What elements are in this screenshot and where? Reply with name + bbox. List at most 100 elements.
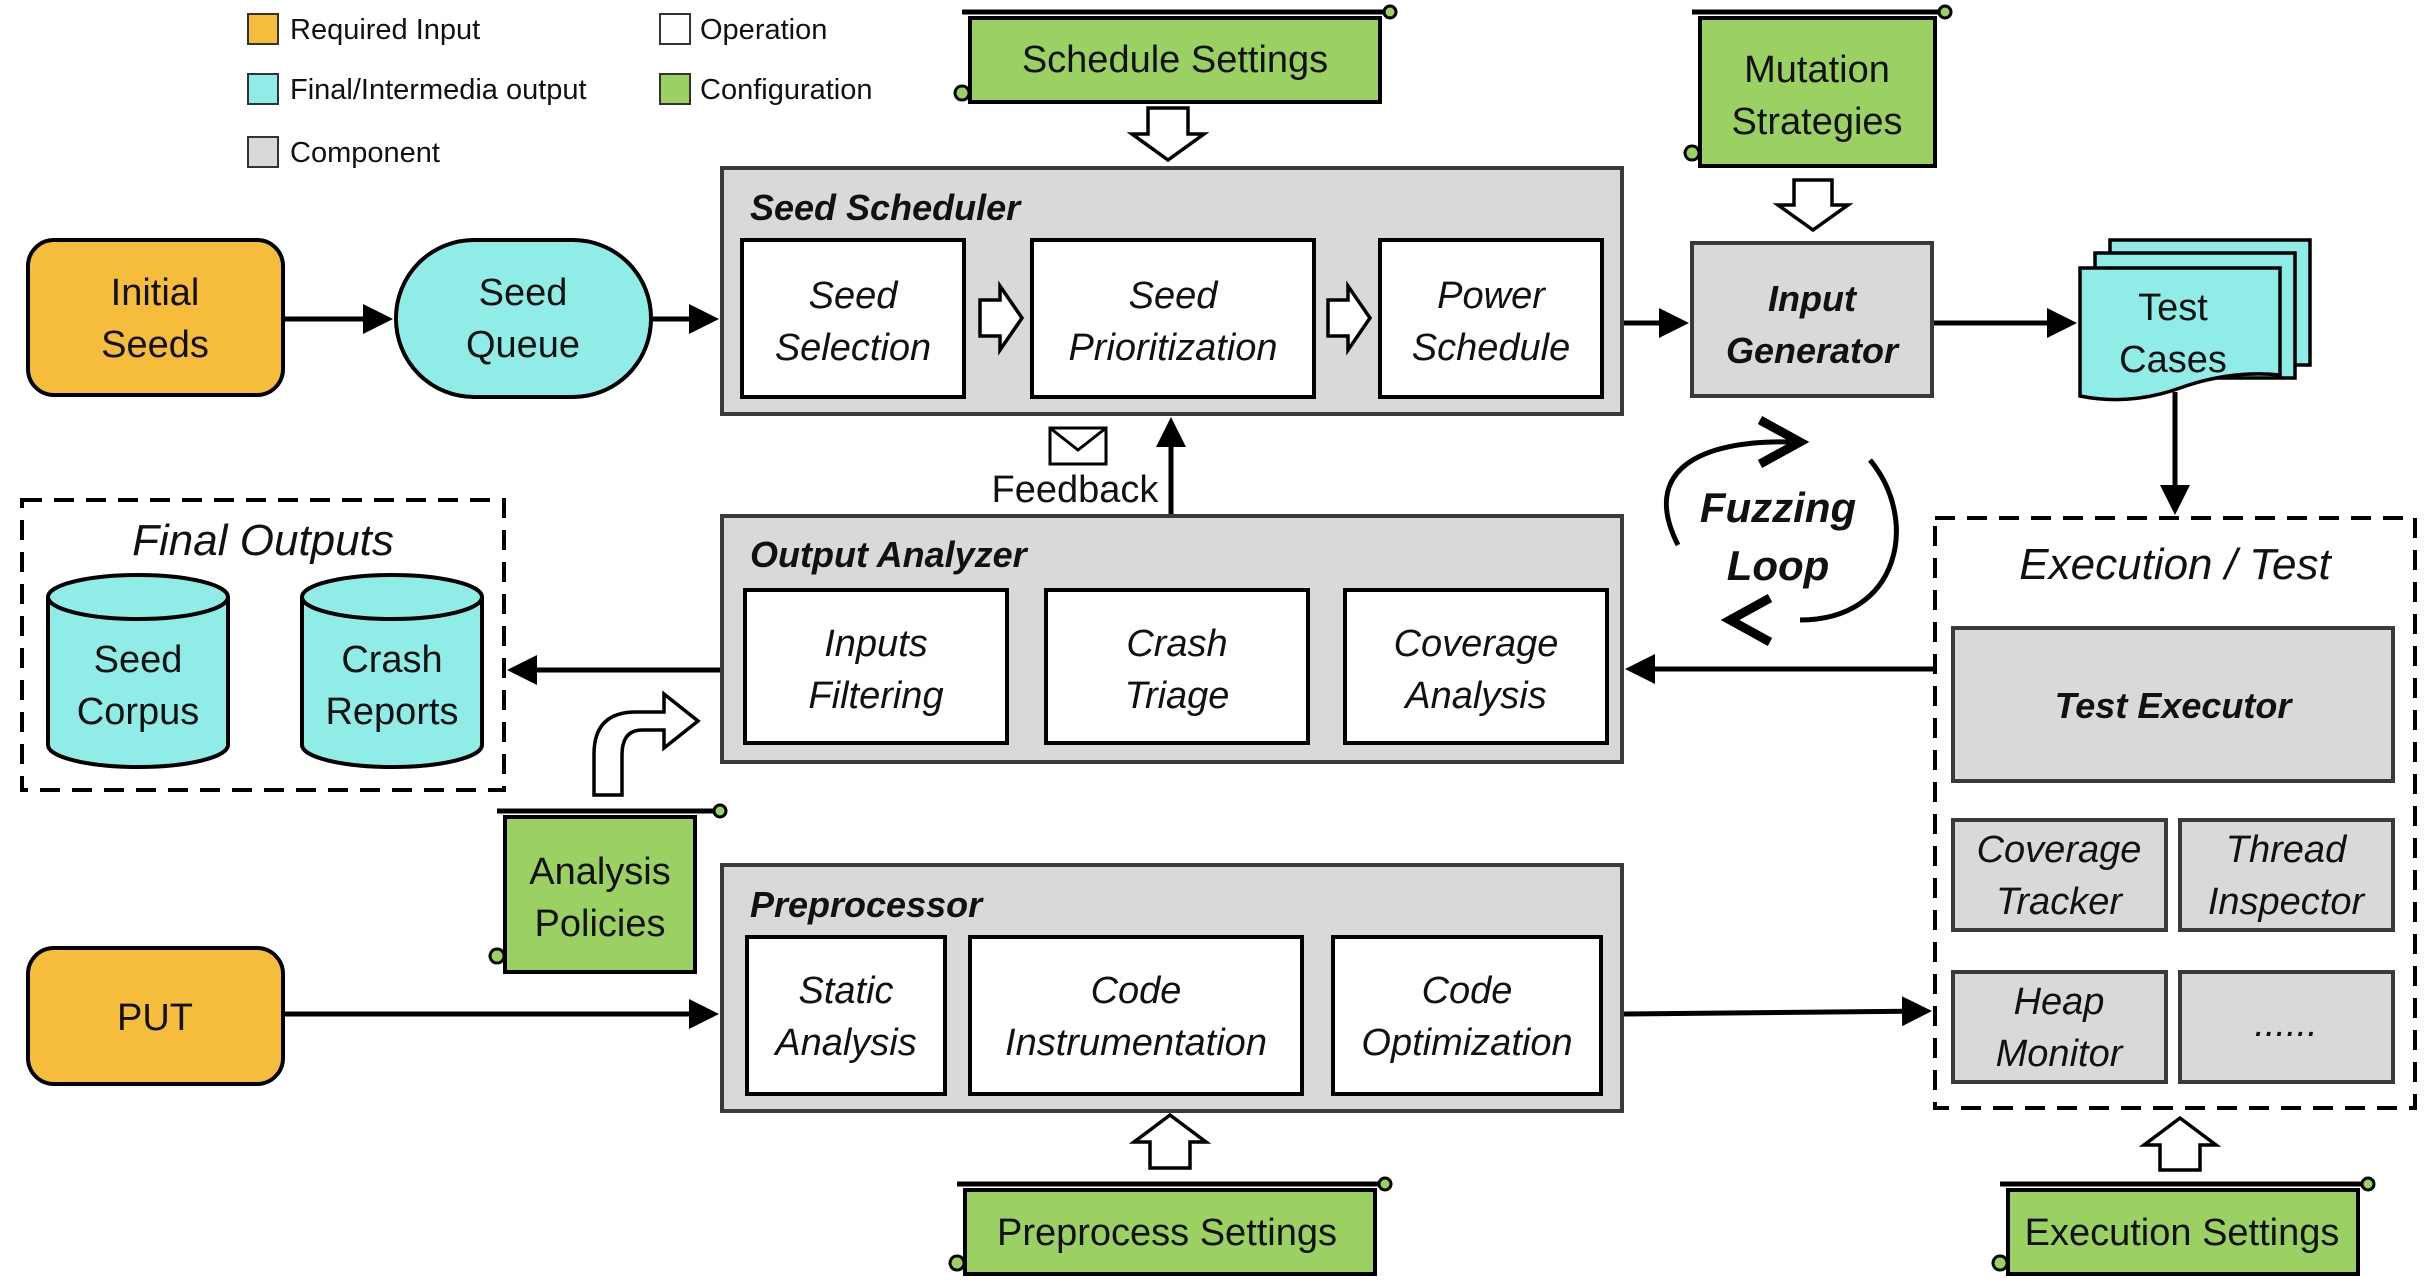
monitor-coverage-tracker: Coverage Tracker — [1951, 818, 2168, 932]
legend-swatch-output — [247, 73, 279, 105]
seed-queue-line1: Seed — [479, 272, 568, 314]
crash-reports-line2: Reports — [325, 691, 458, 733]
code-instrumentation-line1: Code — [1091, 970, 1182, 1012]
seed-queue-line2: Queue — [466, 324, 580, 366]
seed-scheduler-title: Seed Scheduler — [750, 187, 1022, 228]
fuzzing-loop-line2: Loop — [1727, 542, 1830, 589]
power-schedule-line2: Schedule — [1412, 327, 1570, 369]
crash-reports-line1: Crash — [341, 639, 442, 681]
seed-corpus-line2: Corpus — [77, 691, 200, 733]
seed-scheduler: Seed Scheduler Seed Selection Seed Prior… — [720, 166, 1624, 416]
seed-prioritization-line1: Seed — [1129, 275, 1220, 317]
test-cases: Test Cases — [2078, 238, 2312, 402]
mutation-label-line2: Strategies — [1731, 101, 1902, 143]
legend-swatch-component — [247, 136, 279, 168]
op-arrow-1 — [978, 280, 1025, 356]
initial-seeds-line1: Initial — [111, 272, 200, 314]
op-static-analysis: Static Analysis — [745, 935, 947, 1096]
final-outputs: Final Outputs Seed Corpus Crash Reports — [20, 498, 506, 792]
op-seed-prioritization: Seed Prioritization — [1030, 238, 1316, 399]
legend-component: Component — [290, 137, 440, 169]
monitor-thread-inspector: Thread Inspector — [2178, 818, 2395, 932]
schedule-settings-down-arrow — [1126, 106, 1210, 163]
config-schedule-settings: Schedule Settings — [953, 4, 1398, 104]
seed-prioritization-line2: Prioritization — [1068, 327, 1277, 369]
preprocessor-title: Preprocessor — [750, 884, 984, 925]
execution-test-title: Execution / Test — [2019, 540, 2332, 589]
thread-inspector-line1: Thread — [2226, 829, 2348, 871]
schedule-settings-label: Schedule Settings — [1022, 39, 1328, 81]
output-analyzer-title: Output Analyzer — [750, 534, 1029, 575]
analysis-label-line2: Policies — [535, 903, 666, 945]
config-mutation-strategies: Mutation Strategies — [1683, 4, 1953, 168]
op-code-instrumentation: Code Instrumentation — [968, 935, 1304, 1096]
static-analysis-line2: Analysis — [773, 1022, 917, 1064]
put-box: PUT — [26, 946, 285, 1086]
heap-monitor-line2: Monitor — [1996, 1033, 2124, 1075]
crash-reports-cylinder: Crash Reports — [300, 573, 484, 769]
preprocess-up-arrow — [1128, 1112, 1212, 1170]
connectors — [285, 304, 2190, 1029]
config-execution-settings: Execution Settings — [1991, 1176, 2376, 1276]
execution-up-arrow — [2138, 1115, 2222, 1172]
op-code-optimization: Code Optimization — [1331, 935, 1603, 1096]
initial-seeds-box: Initial Seeds — [26, 238, 285, 397]
seed-queue: Seed Queue — [394, 238, 653, 399]
test-executor-label: Test Executor — [2055, 685, 2294, 726]
fuzzing-loop: Fuzzing Loop — [1664, 416, 1899, 646]
seed-corpus-line1: Seed — [94, 639, 183, 681]
test-cases-line1: Test — [2138, 287, 2208, 329]
execution-settings-label: Execution Settings — [2025, 1212, 2340, 1254]
legend-swatch-configuration — [659, 73, 691, 105]
op-coverage-analysis: Coverage Analysis — [1343, 588, 1609, 745]
analysis-label-line1: Analysis — [529, 851, 671, 893]
seed-corpus-cylinder: Seed Corpus — [46, 573, 230, 769]
heap-monitor-line1: Heap — [2014, 981, 2105, 1023]
feedback-label: Feedback — [992, 469, 1160, 511]
config-analysis-policies: Analysis Policies — [488, 803, 728, 974]
initial-seeds-line2: Seeds — [101, 324, 209, 366]
execution-test: Execution / Test Test Executor Coverage … — [1933, 516, 2417, 1110]
input-generator: Input Generator — [1690, 241, 1934, 398]
input-generator-line2: Generator — [1726, 330, 1900, 371]
legend-configuration: Configuration — [700, 74, 873, 106]
input-generator-line1: Input — [1768, 278, 1858, 319]
analysis-bent-arrow — [592, 690, 701, 797]
op-crash-triage: Crash Triage — [1044, 588, 1310, 745]
op-power-schedule: Power Schedule — [1378, 238, 1604, 399]
inputs-filtering-line1: Inputs — [824, 623, 928, 665]
coverage-tracker-line1: Coverage — [1977, 829, 2142, 871]
test-executor: Test Executor — [1951, 626, 2395, 783]
legend-swatch-required-input — [247, 13, 279, 45]
crash-triage-line2: Triage — [1125, 675, 1230, 717]
config-preprocess-settings: Preprocess Settings — [948, 1176, 1393, 1276]
mutation-down-arrow — [1772, 178, 1854, 233]
op-seed-selection: Seed Selection — [740, 238, 966, 399]
final-outputs-title: Final Outputs — [132, 516, 394, 565]
coverage-tracker-line2: Tracker — [1996, 881, 2123, 923]
seed-selection-line1: Seed — [809, 275, 900, 317]
code-optimization-line2: Optimization — [1361, 1022, 1572, 1064]
legend-output: Final/Intermedia output — [290, 74, 587, 106]
code-instrumentation-line2: Instrumentation — [1005, 1022, 1267, 1064]
output-analyzer: Output Analyzer Inputs Filtering Crash T… — [720, 514, 1624, 764]
preprocessor: Preprocessor Static Analysis Code Instru… — [720, 863, 1624, 1113]
arrow-preprocessor-to-execution — [1623, 996, 1932, 1027]
coverage-analysis-line2: Analysis — [1403, 675, 1547, 717]
static-analysis-line1: Static — [798, 970, 893, 1012]
op-arrow-2 — [1326, 280, 1373, 356]
seed-selection-line2: Selection — [775, 327, 931, 369]
legend: Required Input Final/Intermedia output C… — [247, 13, 873, 169]
feedback: Feedback — [992, 426, 1160, 511]
fuzzing-loop-line1: Fuzzing — [1700, 484, 1856, 531]
legend-operation: Operation — [700, 14, 827, 46]
monitor-more-label: ...... — [2254, 1003, 2317, 1045]
monitor-heap-monitor: Heap Monitor — [1951, 970, 2168, 1084]
code-optimization-line1: Code — [1422, 970, 1513, 1012]
put-label: PUT — [117, 997, 193, 1039]
coverage-analysis-line1: Coverage — [1394, 623, 1559, 665]
crash-triage-line1: Crash — [1126, 623, 1227, 665]
mutation-label-line1: Mutation — [1744, 49, 1890, 91]
